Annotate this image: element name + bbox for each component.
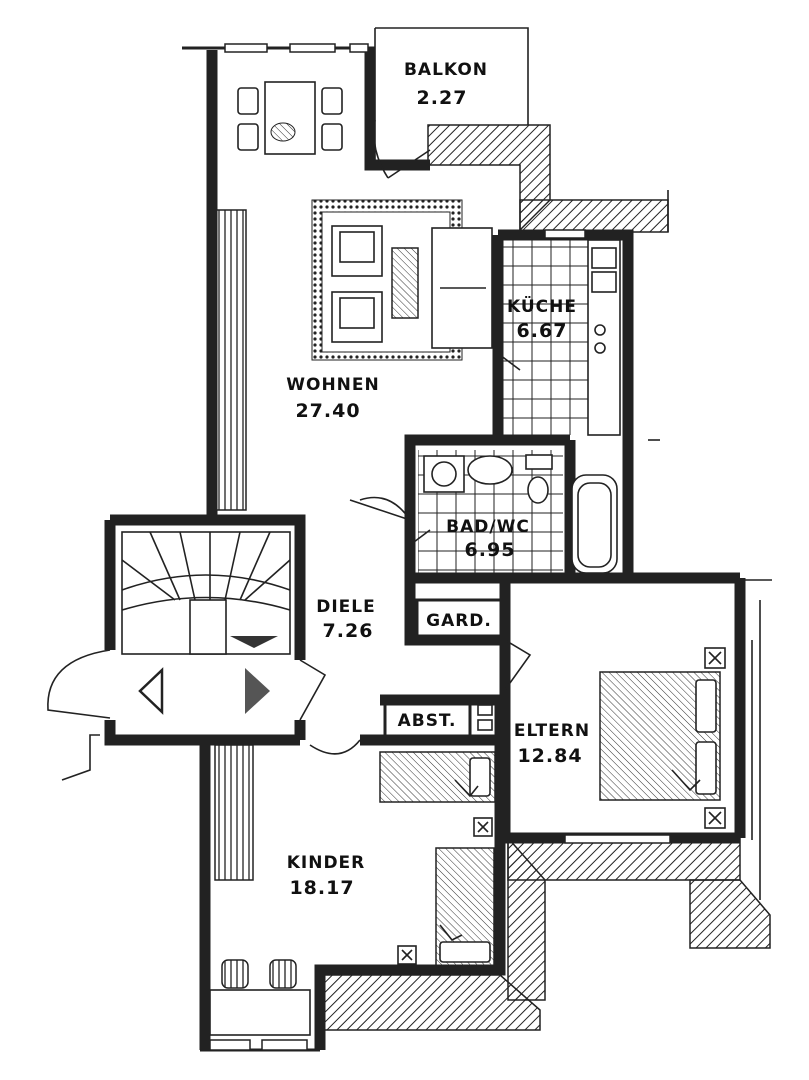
entrance (47, 649, 327, 781)
windows (207, 43, 671, 1051)
kueche-name: KÜCHE (507, 295, 577, 317)
abst-label: ABST. (398, 711, 457, 731)
kitchen-tiles (500, 235, 590, 435)
diele-area: 7.26 (323, 620, 374, 642)
rug-and-sofa (311, 199, 493, 361)
balcony (373, 27, 529, 179)
doors (309, 496, 532, 755)
wohnen-area: 27.40 (295, 400, 360, 422)
double-bed (599, 647, 726, 829)
storage-blocks (383, 598, 504, 738)
room-labels: BALKON 2.27 WOHNEN 27.40 KÜCHE 6.67 BAD/… (286, 60, 590, 899)
neighbor-lines (631, 190, 772, 900)
staircase (121, 531, 291, 655)
diele-name: DIELE (316, 597, 376, 617)
eltern-name: ELTERN (514, 721, 590, 741)
kueche-area: 6.67 (517, 320, 568, 342)
kinder-area: 18.17 (289, 877, 354, 899)
balkon-area: 2.27 (417, 87, 468, 109)
roof-hatching (319, 124, 771, 1031)
wohnen-name: WOHNEN (286, 375, 380, 395)
bad-name: BAD/WC (446, 517, 530, 537)
kitchen-counter (499, 239, 621, 436)
bath-fixtures (409, 454, 618, 574)
kids-furniture (209, 751, 496, 1036)
eltern-area: 12.84 (517, 745, 582, 767)
balkon-name: BALKON (404, 60, 488, 80)
bad-area: 6.95 (465, 539, 516, 561)
dining-table (237, 81, 343, 155)
kinder-name: KINDER (287, 853, 366, 873)
gard-label: GARD. (426, 611, 492, 631)
